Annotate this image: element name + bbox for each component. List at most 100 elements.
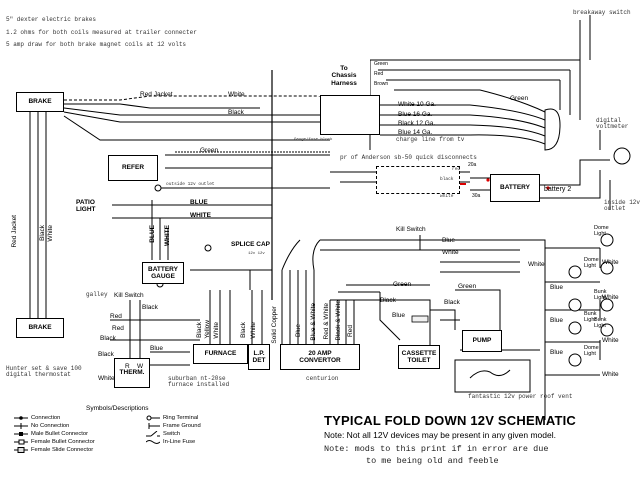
footer-note-2: Note: mods to this print if in error are… [324, 444, 549, 454]
dome-light-label-3: Dome Light [584, 345, 599, 357]
therm-box: THERM. [114, 358, 150, 388]
brake-top-box: BRAKE [16, 92, 64, 112]
legend-male-bullet: Male Bullet Connector [14, 431, 88, 437]
wire-blue-r2: Blue [550, 317, 564, 324]
wire-black-white: Black & White [335, 300, 342, 341]
wire-blue-conv: Blue [295, 324, 302, 338]
cassette-toilet-box: CASSETTE TOILET [398, 345, 440, 369]
note-amp: 5 amp draw for both brake magnet coils a… [6, 41, 187, 48]
wire-red-white: Red & White [323, 303, 330, 340]
wire-black-left: Black [142, 304, 158, 311]
note-voltmeter: digital voltmeter [596, 117, 629, 130]
wire-red-jacket-top: Red Jacket [140, 91, 173, 98]
legend-ring: Ring Terminal [146, 415, 198, 421]
schematic-title: TYPICAL FOLD DOWN 12V SCHEMATIC [324, 413, 577, 428]
wire-white-top: White [228, 91, 245, 98]
wire-red-left2: Red [112, 325, 124, 332]
wire-blue-toilet: Blue [392, 312, 406, 319]
wire-red-jacket-vert: Red Jacket [11, 215, 18, 248]
wire-blue-white: Blue & White [310, 303, 317, 341]
wire-black-pump: Black [444, 299, 460, 306]
wire-blue-patio: BLUE [190, 199, 208, 206]
splice-cap-label: SPLICE CAP [231, 241, 271, 248]
note-small-gauge: Gauge/fuse block [294, 138, 333, 142]
footer-note-3: to me being old and feeble [366, 456, 499, 466]
no-connection-icon [14, 423, 28, 429]
wire-black-lp: Black [240, 322, 247, 338]
pump-box: PUMP [462, 330, 502, 352]
wire-black-12ga: Black 12 Ga. [398, 120, 436, 127]
note-hunter: Hunter set & save 100 digital thermostat [6, 365, 82, 378]
wire-white-lp: White [250, 322, 257, 339]
wire-black-therm: Black [98, 351, 114, 358]
wire-white-furnace: White [213, 322, 220, 339]
wire-green-pump: Green [458, 283, 477, 290]
harness-brown: Brown [374, 81, 389, 87]
bunk-light-label-2: Bunk Light [584, 311, 597, 323]
wire-w: W [137, 363, 144, 370]
wire-blue-r3: Blue [550, 349, 564, 356]
wire-white-r1: White [602, 259, 619, 266]
note-ohms: 1.2 ohms for both coils measured at trai… [6, 29, 197, 36]
wire-blue-kill: Blue [442, 237, 456, 244]
switch-icon [146, 430, 160, 437]
wire-red-left: Red [110, 313, 122, 320]
note-suburban: suburban nt-20se furnace installed [168, 375, 230, 388]
legend-title: Symbols/Descriptions [86, 405, 149, 412]
female-slide-icon [14, 447, 28, 453]
ring-terminal-icon [146, 415, 160, 421]
patio-light-label: PATIO LIGHT [76, 199, 96, 213]
legend-inline-fuse: In-Line Fuse [145, 439, 195, 445]
wire-white-vert: White [47, 225, 54, 242]
note-charge-line: charge line from tv [396, 136, 465, 143]
kill-switch-top-label: Kill Switch [396, 226, 426, 233]
harness-connector-box [320, 95, 380, 135]
wire-white-10ga: White 10 Ga. [398, 101, 436, 108]
wire-blue-r1: Blue [550, 284, 564, 291]
bunk-light-label-3: Bunk Light [594, 317, 607, 329]
wire-green-right: Green [510, 95, 529, 102]
note-fuse30a: 30a [472, 193, 481, 199]
wire-blue-gauge: BLUE [149, 225, 156, 243]
frame-ground-icon [146, 423, 160, 429]
chassis-harness-label: To Chassis Harness [318, 56, 370, 96]
note-centurion: centurion [306, 375, 339, 382]
female-bullet-icon [14, 439, 28, 445]
dome-light-label-2: Dome Light [584, 257, 599, 269]
inline-fuse-icon [145, 439, 161, 445]
wire-blue-left: Blue [150, 345, 164, 352]
kill-switch-left-label: Kill Switch [114, 292, 144, 299]
note-fuse20a: 20a [468, 162, 477, 168]
bunk-light-label-1: Bunk Light [594, 289, 607, 301]
wire-solid-copper: Solid Copper [271, 306, 278, 344]
note-red-label: red [452, 167, 461, 172]
wire-black-furnace: Black [196, 322, 203, 338]
wire-blue-16ga: Blue 16 Ga. [398, 111, 433, 118]
wire-blue-14ga: Blue 14 Ga. [398, 129, 433, 136]
wire-white-gauge: WHITE [164, 225, 171, 246]
dome-light-label-1: Dome Light [594, 225, 609, 237]
note-inside-outlet: inside 12v outlet [604, 199, 640, 212]
footer-note-1: Note: Not all 12V devices may be present… [324, 430, 556, 440]
wire-yellow-furnace: Yellow [204, 320, 211, 339]
legend-female-slide: Female Slide Connector [14, 447, 93, 453]
legend-female-bullet: Female Bullet Connector [14, 439, 95, 445]
battery-gauge-box: BATTERY GAUGE [142, 262, 184, 284]
note-fan: fantastic 12v power roof vent [468, 393, 573, 400]
legend-no-connection: No Connection [14, 423, 69, 429]
harness-red: Red [374, 71, 384, 77]
lp-det-box: L.P. DET [248, 344, 270, 370]
male-bullet-icon [14, 431, 28, 437]
quick-disconnect-box [376, 166, 460, 194]
legend-switch: Switch [146, 430, 180, 437]
wire-white-kill: White [442, 249, 459, 256]
wire-white-patio: WHITE [190, 212, 211, 219]
note-brakes: 5" dexter electric brakes [6, 16, 97, 23]
note-galley: galley [86, 291, 108, 298]
note-sb50: pr of Anderson sb-50 quick disconnects [340, 154, 477, 161]
wire-white-r5: White [528, 261, 545, 268]
wire-white-r2: White [602, 294, 619, 301]
wire-red-conv: Red [347, 325, 354, 337]
